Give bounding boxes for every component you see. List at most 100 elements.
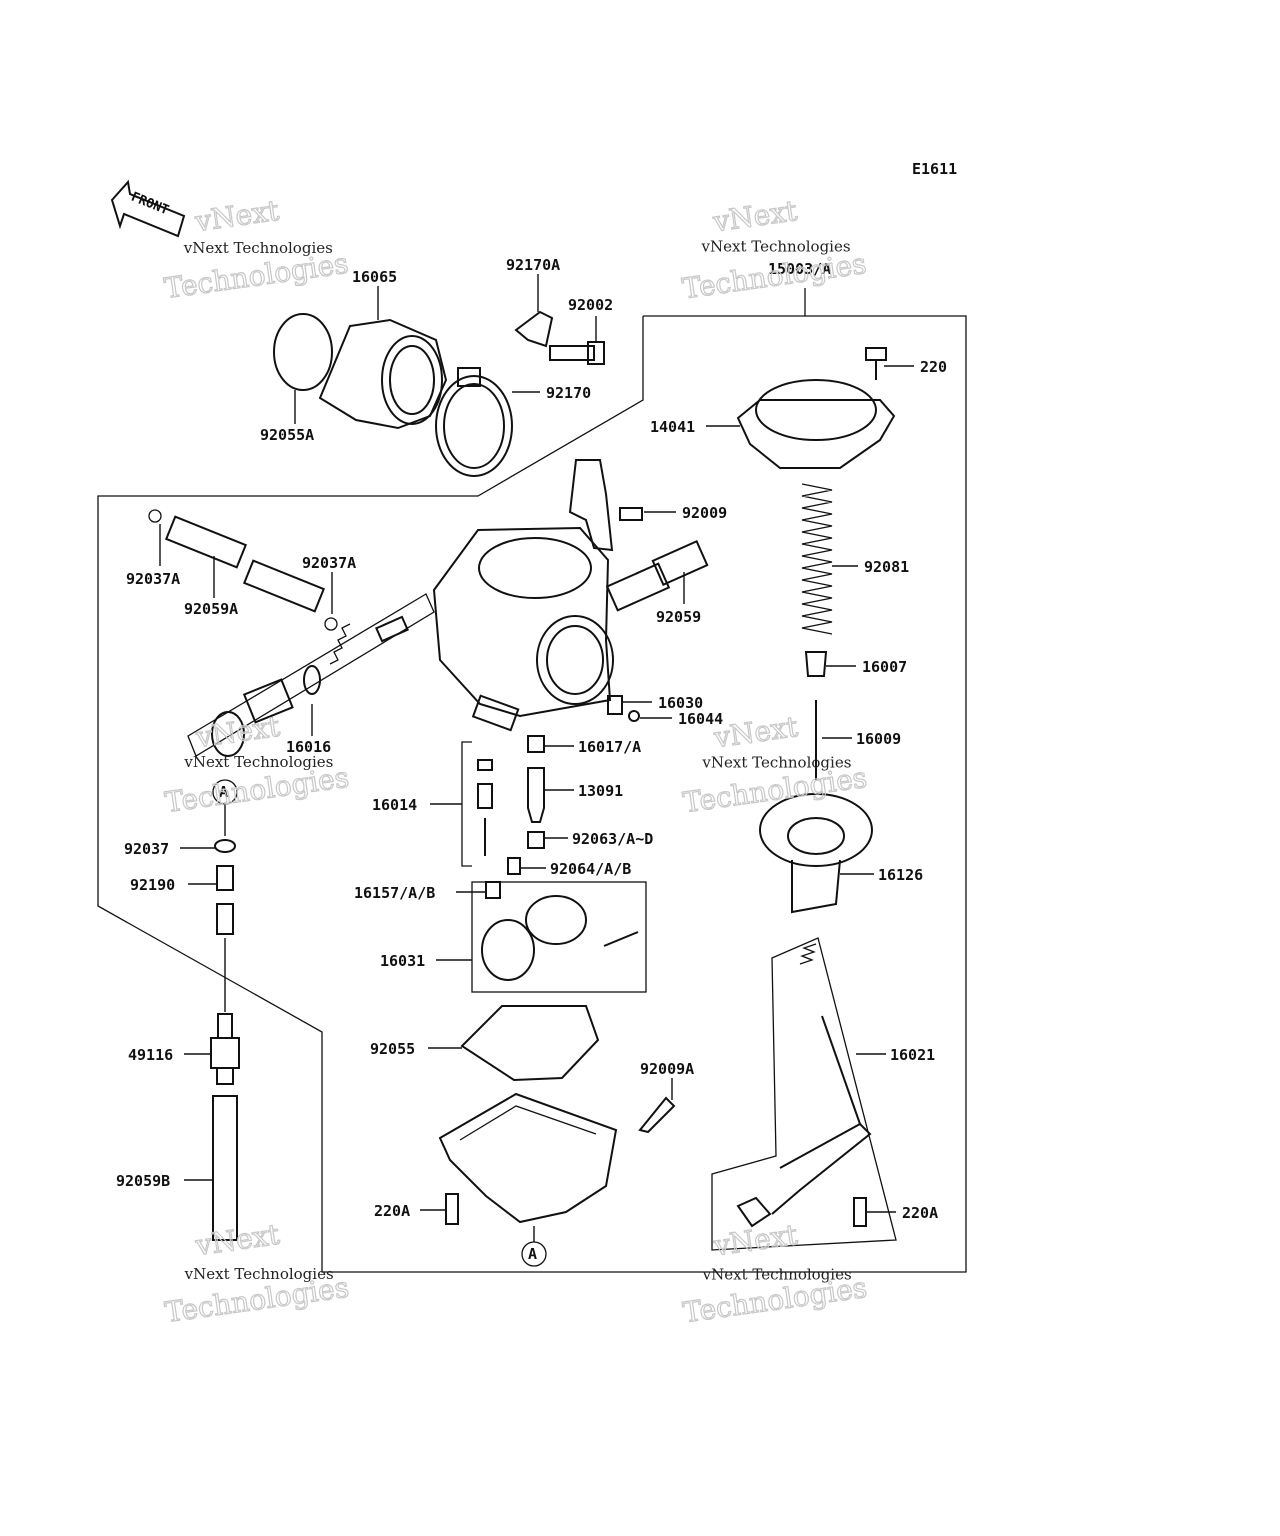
clip-92037 (214, 839, 236, 853)
gasket-92055 (460, 1005, 600, 1082)
screw-92009 (619, 507, 643, 521)
callout-92059: 92059 (656, 608, 701, 626)
svg-text:vNext Technologies: vNext Technologies (183, 239, 333, 257)
callout-16030: 16030 (658, 694, 703, 712)
callout-16021: 16021 (890, 1046, 935, 1064)
callout-16016: 16016 (286, 738, 331, 756)
svg-text:vNext Technologies: vNext Technologies (701, 238, 851, 256)
hose-92059 (605, 540, 709, 612)
assembly-frame (97, 288, 967, 1273)
callout-16017a: 16017/A (578, 738, 641, 756)
callout-92037a-1: 92037A (126, 570, 180, 588)
watermark-top-right: vNext vNext Technologies Technologies (680, 193, 869, 306)
svg-text:vNext: vNext (711, 1218, 800, 1263)
callout-16157: 16157/A/B (354, 884, 435, 902)
callout-16014: 16014 (372, 796, 417, 814)
starter-lever-16021 (711, 937, 897, 1251)
callout-92063: 92063/A~D (572, 830, 653, 848)
callout-92037a-2: 92037A (302, 554, 356, 572)
float-16031 (471, 881, 647, 993)
jet-16157 (485, 881, 501, 899)
callout-220a-2: 220A (902, 1204, 938, 1222)
watermark-top-left: vNext vNext Technologies Technologies (162, 193, 351, 306)
svg-text:vNext Technologies: vNext Technologies (702, 1265, 852, 1283)
watermark-mid-left: vNext vNext Technologies Technologies (162, 709, 351, 820)
watermark-bottom-right: vNext vNext Technologies Technologies (680, 1217, 869, 1330)
ref-marker-a-bottom: A (521, 1241, 547, 1267)
front-arrow-icon: FRONT (110, 179, 186, 238)
clamp-92170 (435, 367, 513, 477)
screw-92064 (507, 857, 521, 875)
screw-220a-2 (853, 1197, 867, 1227)
o-ring-92055a (273, 313, 333, 391)
svg-text:Technologies: Technologies (680, 247, 868, 305)
spring-92081 (801, 483, 833, 635)
front-arrow-label: FRONT (129, 190, 171, 219)
screw-220a-1 (445, 1193, 459, 1225)
callout-92009: 92009 (682, 504, 727, 522)
main-jet-92063 (527, 831, 545, 849)
callout-92037: 92037 (124, 840, 169, 858)
callout-92190: 92190 (130, 876, 175, 894)
leader-lines (159, 274, 914, 1213)
screw-92009a (638, 1096, 676, 1134)
clip-92037a-1 (148, 509, 162, 523)
callout-15003a: 15003/A (768, 260, 831, 278)
callout-16007: 16007 (862, 658, 907, 676)
callout-92002: 92002 (568, 296, 613, 314)
svg-text:vNext Technologies: vNext Technologies (701, 753, 851, 771)
callout-92009a: 92009A (640, 1060, 694, 1078)
needle-jet-13091 (527, 767, 545, 823)
callout-labels: 16065 92170A 92002 92170 92055A 15003/A … (116, 256, 947, 1222)
top-cover-14041 (736, 379, 896, 469)
part-16044 (628, 710, 640, 722)
callout-92059a: 92059A (184, 600, 238, 618)
fitting-49116 (210, 1013, 240, 1085)
bracket-92170a (514, 310, 554, 348)
carburetor-body (432, 526, 614, 732)
callout-16126: 16126 (878, 866, 923, 884)
svg-text:vNext: vNext (192, 194, 281, 239)
tube-92190-b (216, 903, 234, 935)
callout-92064: 92064/A/B (550, 860, 631, 878)
hose-92059a (164, 515, 326, 613)
screw-220 (865, 347, 887, 380)
callout-16009: 16009 (856, 730, 901, 748)
ref-marker-a-top-label: A (219, 783, 228, 801)
callout-49116: 49116 (128, 1046, 173, 1064)
bolt-92002 (549, 341, 605, 365)
callout-92170a: 92170A (506, 256, 560, 274)
piston-16126 (759, 793, 873, 914)
diagram-code: E1611 (912, 160, 957, 178)
callout-92059b: 92059B (116, 1172, 170, 1190)
callout-16044: 16044 (678, 710, 723, 728)
callout-92055: 92055 (370, 1040, 415, 1058)
callout-92170: 92170 (546, 384, 591, 402)
part-16030 (607, 695, 623, 715)
callout-92081: 92081 (864, 558, 909, 576)
intake-holder-16065 (318, 318, 448, 430)
callout-16031: 16031 (380, 952, 425, 970)
svg-text:vNext: vNext (193, 1218, 282, 1263)
hose-92059b (212, 1095, 238, 1241)
jet-16017a (527, 735, 545, 753)
throttle-lever (568, 459, 614, 552)
callout-220: 220 (920, 358, 947, 376)
starter-plunger-16016 (187, 593, 435, 757)
svg-text:vNext: vNext (710, 194, 799, 239)
callout-13091: 13091 (578, 782, 623, 800)
svg-text:vNext: vNext (193, 710, 282, 755)
tube-92190-a (216, 865, 234, 891)
needle-holder-16007 (804, 651, 828, 677)
float-bowl (438, 1092, 618, 1224)
callout-220a-1: 220A (374, 1202, 410, 1220)
jet-bracket-16014 (461, 741, 493, 867)
svg-text:vNext Technologies: vNext Technologies (184, 1265, 334, 1283)
svg-text:vNext Technologies: vNext Technologies (183, 753, 333, 771)
ref-marker-a-bottom-label: A (528, 1245, 537, 1263)
callout-92055a: 92055A (260, 426, 314, 444)
clip-92037a-2 (324, 617, 338, 631)
callout-16065: 16065 (352, 268, 397, 286)
callout-14041: 14041 (650, 418, 695, 436)
